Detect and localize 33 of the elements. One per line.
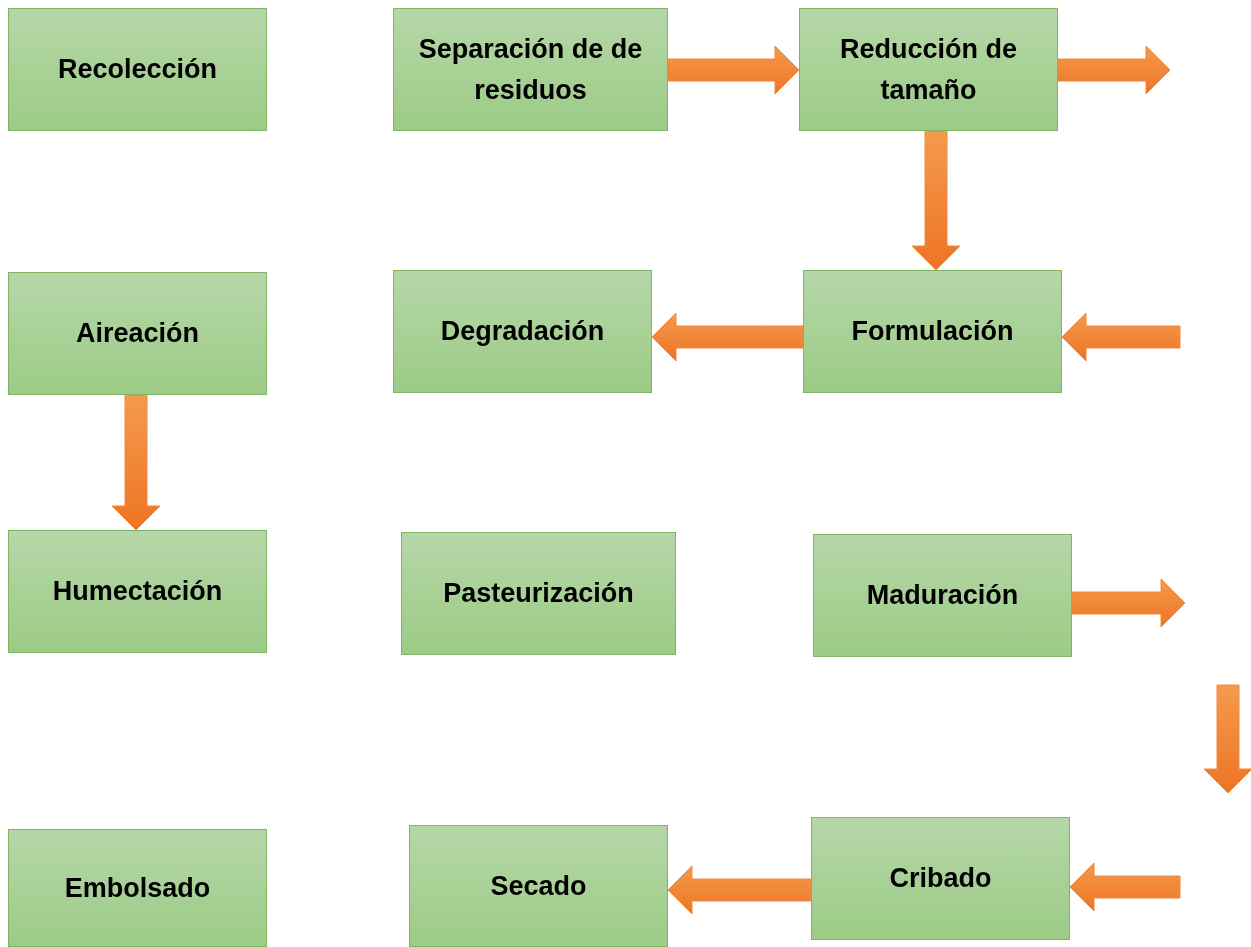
process-box bbox=[409, 825, 668, 947]
process-box bbox=[8, 530, 267, 653]
step-label: Formulación bbox=[851, 315, 1014, 349]
step-label: Embolsado bbox=[64, 871, 211, 905]
step-label: Aireación bbox=[75, 317, 199, 351]
process-box bbox=[799, 8, 1058, 131]
block-arrow bbox=[1061, 312, 1181, 362]
process-box bbox=[8, 272, 267, 395]
step-label: Recolección bbox=[57, 53, 218, 87]
step-label: Secado bbox=[490, 869, 587, 903]
block-arrow bbox=[651, 312, 804, 362]
process-box bbox=[393, 270, 652, 393]
block-arrow bbox=[911, 130, 961, 271]
step-label: Degradación bbox=[440, 315, 605, 349]
process-box bbox=[8, 8, 267, 131]
step-label: Separación de de residuos bbox=[417, 33, 644, 107]
step-label: Cribado bbox=[889, 862, 992, 896]
block-arrow bbox=[1069, 862, 1181, 912]
process-box bbox=[401, 532, 676, 655]
block-arrow bbox=[1057, 45, 1171, 95]
process-box bbox=[811, 817, 1070, 940]
block-arrow bbox=[1071, 578, 1186, 628]
process-box bbox=[803, 270, 1062, 393]
process-box bbox=[813, 534, 1072, 657]
process-box bbox=[8, 829, 267, 947]
step-label: Maduración bbox=[866, 579, 1019, 613]
block-arrow bbox=[667, 45, 800, 95]
process-box bbox=[393, 8, 668, 131]
step-label: Humectación bbox=[52, 575, 223, 609]
step-label: Pasteurización bbox=[443, 577, 634, 611]
block-arrow bbox=[111, 394, 161, 531]
block-arrow bbox=[667, 865, 812, 915]
step-label: Reducción de tamaño bbox=[839, 33, 1018, 107]
